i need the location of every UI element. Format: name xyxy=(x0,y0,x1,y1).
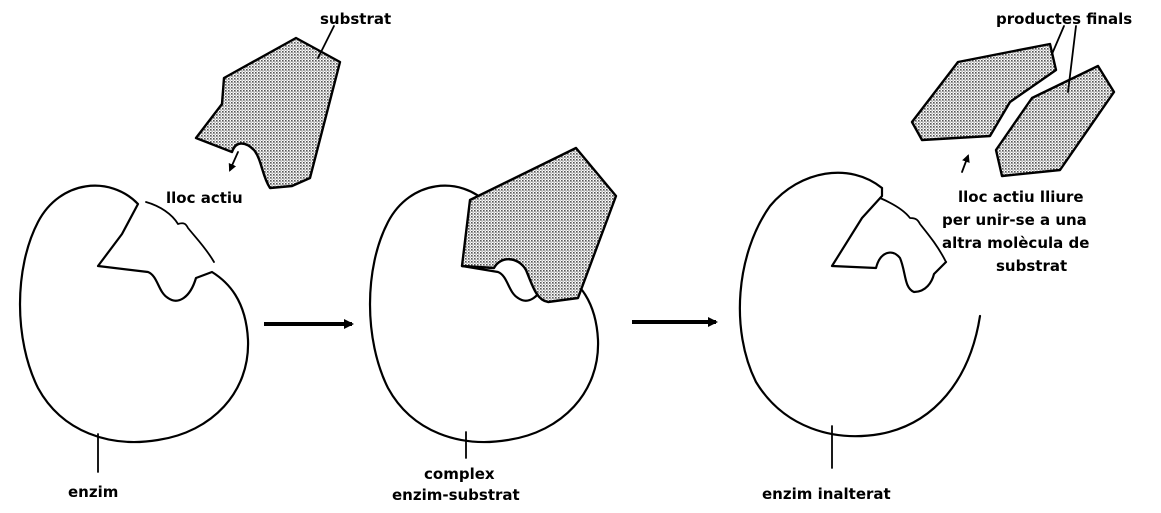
free-site-label-line4: substrat xyxy=(996,257,1067,275)
enzyme-body-1 xyxy=(20,186,248,442)
products-pointer-line-1 xyxy=(1052,26,1064,54)
stage-3-enzyme-group: enzim inalterat productes finals lloc ac… xyxy=(740,10,1132,503)
stage-1-enzyme-group: substrat lloc actiu enzim xyxy=(20,10,391,501)
end-products-label: productes finals xyxy=(996,10,1132,28)
release-arrow xyxy=(962,156,968,172)
substrate-approach-arrow xyxy=(230,152,238,170)
complex-label-line2: enzim-substrat xyxy=(392,486,520,504)
substrate-label: substrat xyxy=(320,10,391,28)
substrate-molecule xyxy=(196,38,340,188)
enzyme-label: enzim xyxy=(68,483,118,501)
stage-2-complex-group: complex enzim-substrat xyxy=(370,148,616,504)
free-site-label-line1: lloc actiu lliure xyxy=(958,188,1084,206)
active-site-brace xyxy=(146,202,214,262)
unaltered-enzyme-label: enzim inalterat xyxy=(762,485,891,503)
active-site-label: lloc actiu xyxy=(166,189,243,207)
complex-label-line1: complex xyxy=(424,465,495,483)
bound-substrate xyxy=(462,148,616,302)
free-site-label-line2: per unir-se a una xyxy=(942,211,1087,229)
free-site-label-line3: altra molècula de xyxy=(942,234,1089,252)
